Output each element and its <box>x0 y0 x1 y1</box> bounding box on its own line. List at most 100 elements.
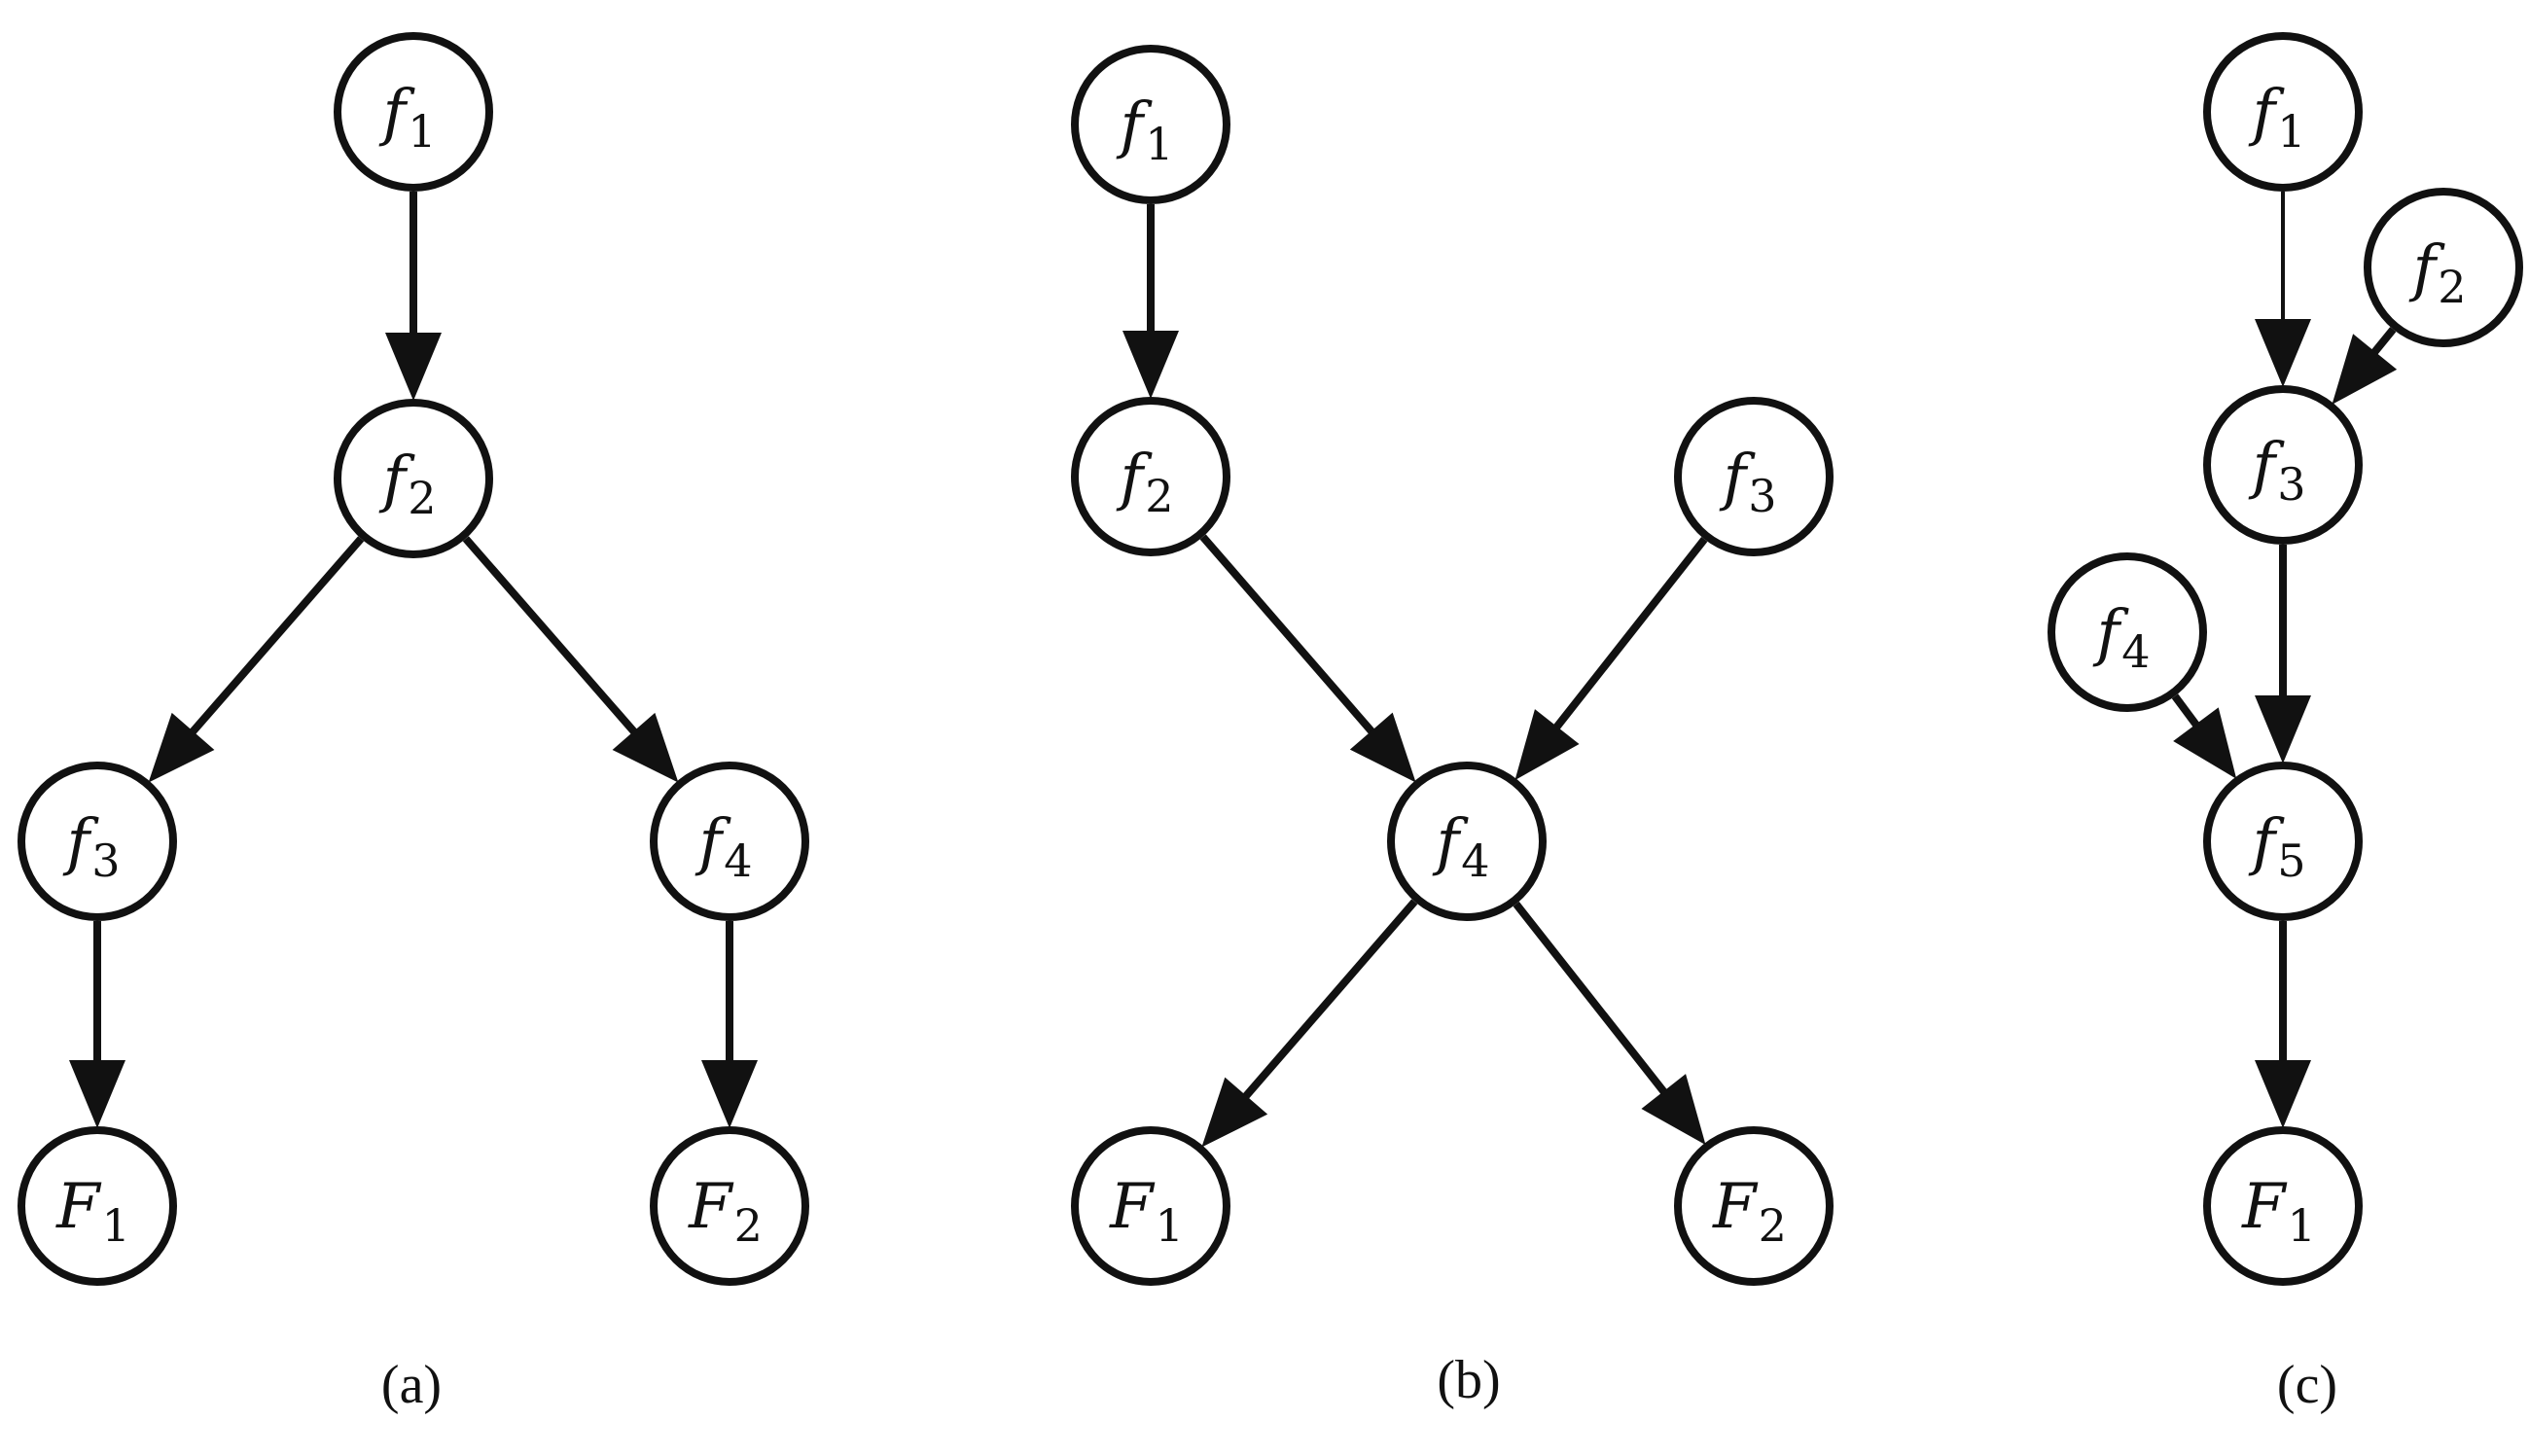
edge-f3-to-f4 <box>1514 536 1708 781</box>
node-label: F1 <box>55 1171 130 1252</box>
arrowhead <box>612 712 679 783</box>
node-label-base: F <box>2241 1171 2288 1243</box>
node-label-subscript: 3 <box>2277 458 2305 511</box>
node-label: F1 <box>1109 1171 1184 1252</box>
arrowhead <box>2332 334 2398 405</box>
node-circle <box>2203 32 2363 192</box>
arrowhead <box>2255 695 2311 764</box>
node-circle <box>650 1126 809 1286</box>
node-F1: F1 <box>18 1126 177 1286</box>
node-f2: f2 <box>2364 188 2523 347</box>
edge-f4-to-F1 <box>1201 899 1418 1148</box>
node-label-subscript: 4 <box>1461 835 1489 887</box>
node-circle <box>650 762 809 921</box>
edge-f2-to-f4 <box>1199 534 1416 783</box>
node-label: f4 <box>2093 597 2151 678</box>
node-f2: f2 <box>334 399 493 558</box>
node-f3: f3 <box>18 762 177 921</box>
node-label-subscript: 3 <box>1748 470 1776 522</box>
node-label: f1 <box>1117 89 1174 170</box>
edge-f5-to-F1 <box>2255 921 2311 1128</box>
node-label-subscript: 2 <box>1145 470 1173 522</box>
arrowhead <box>1122 331 1179 399</box>
node-circle <box>2203 385 2363 545</box>
node-circle <box>2203 762 2363 921</box>
arrowhead <box>1514 709 1580 781</box>
node-label-subscript: 4 <box>724 835 752 887</box>
panel-caption: (b) <box>1437 1350 1500 1410</box>
node-label-subscript: 2 <box>1759 1199 1787 1252</box>
node-circle <box>1674 1126 1834 1286</box>
node-f3: f3 <box>1674 397 1834 556</box>
edge-line <box>187 536 365 737</box>
node-label-subscript: 3 <box>91 835 120 887</box>
node-label-subscript: 2 <box>408 472 436 524</box>
edge-f1-to-f3 <box>2255 192 2311 387</box>
arrowhead <box>2255 1060 2311 1128</box>
panel-caption: (a) <box>381 1355 442 1415</box>
edge-f2-to-f4 <box>462 536 679 783</box>
node-circle <box>1071 1126 1230 1286</box>
edge-f2-to-f3 <box>148 536 365 783</box>
edge-f3-to-F1 <box>69 921 125 1128</box>
edge-line <box>462 536 640 737</box>
edge-line <box>1513 901 1669 1097</box>
node-label: F2 <box>688 1171 763 1252</box>
node-label-subscript: 2 <box>2438 261 2466 313</box>
node-f5: f5 <box>2203 762 2363 921</box>
node-f4: f4 <box>2048 552 2207 712</box>
node-circle <box>1674 397 1834 556</box>
node-label: F1 <box>2241 1171 2316 1252</box>
node-circle <box>1071 45 1230 204</box>
arrowhead <box>701 1060 758 1128</box>
node-label-subscript: 5 <box>2277 835 2305 887</box>
node-label-base: F <box>1712 1171 1759 1243</box>
node-label: f1 <box>379 77 437 158</box>
node-circle <box>1387 762 1547 921</box>
edge-f4-to-f5 <box>2171 693 2237 779</box>
edge-f3-to-f5 <box>2255 545 2311 764</box>
edge-line <box>2171 693 2202 730</box>
arrowhead <box>148 712 215 783</box>
node-label-subscript: 1 <box>2277 105 2305 158</box>
node-label-subscript: 1 <box>408 105 436 158</box>
node-f4: f4 <box>650 762 809 921</box>
node-F2: F2 <box>650 1126 809 1286</box>
node-circle <box>2203 1126 2363 1286</box>
node-label-subscript: 2 <box>734 1199 763 1252</box>
node-label-subscript: 1 <box>1145 118 1173 170</box>
node-f3: f3 <box>2203 385 2363 545</box>
node-label-subscript: 1 <box>1156 1199 1184 1252</box>
node-label-subscript: 4 <box>2121 625 2150 678</box>
edge-f4-to-F2 <box>1513 901 1706 1146</box>
panel-caption: (c) <box>2277 1355 2337 1415</box>
edge-f4-to-F2 <box>701 921 758 1128</box>
node-F1: F1 <box>1071 1126 1230 1286</box>
arrowhead <box>1641 1074 1706 1146</box>
node-circle <box>18 762 177 921</box>
edge-line <box>1199 534 1377 737</box>
node-label: F2 <box>1712 1171 1787 1252</box>
edge-line <box>1240 899 1418 1102</box>
node-label-subscript: 1 <box>2288 1199 2316 1252</box>
node-f1: f1 <box>334 32 493 192</box>
node-label-subscript: 1 <box>102 1199 130 1252</box>
node-circle <box>2364 188 2523 347</box>
edge-line <box>2369 327 2397 358</box>
arrowhead <box>2173 707 2237 779</box>
node-f2: f2 <box>1071 397 1230 556</box>
arrowhead <box>2255 319 2311 387</box>
node-label-base: F <box>1109 1171 1156 1243</box>
node-circle <box>334 399 493 558</box>
edge-f2-to-f3 <box>2332 327 2398 405</box>
node-F2: F2 <box>1674 1126 1834 1286</box>
node-label-base: F <box>688 1171 734 1243</box>
node-f4: f4 <box>1387 762 1547 921</box>
node-circle <box>2048 552 2207 712</box>
arrowhead <box>1201 1077 1268 1148</box>
node-label: f2 <box>379 444 437 524</box>
